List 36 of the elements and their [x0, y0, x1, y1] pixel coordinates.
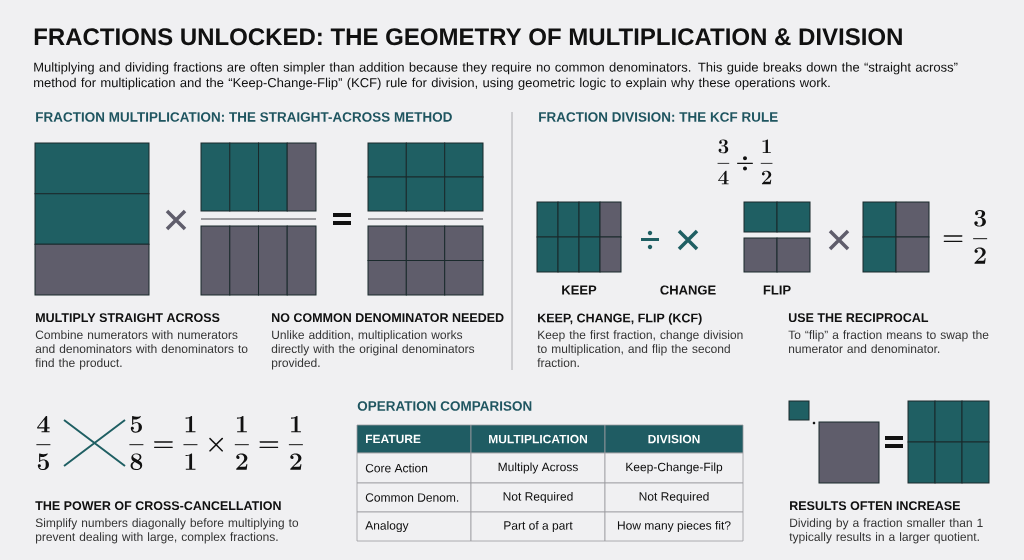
- equation: $\frac{5}{8} = \frac{1}{1} \times \frac{1}{2} = \frac{1}{2}$: [129, 416, 303, 470]
- table-cell: Common Denom.: [356, 482, 472, 513]
- body-text: Simplify numbers diagonally before multiplying to prevent dealing with large, complex fractions.: [35, 518, 299, 544]
- body-text: Dividing by a fraction smaller than 1 typically results in a larger quotient.: [789, 518, 983, 544]
- table-header-cell: DIVISION: [604, 424, 744, 454]
- table-cell: Core Action: [356, 452, 472, 484]
- section-heading: FRACTION DIVISION: THE KCF RULE: [539, 112, 778, 122]
- table-cell: Part of a part: [470, 511, 606, 542]
- table-header-cell: FEATURE: [356, 424, 472, 454]
- table-cell: How many pieces fit?: [604, 511, 744, 542]
- equation: $= \frac{3}{2}$: [943, 210, 988, 264]
- body-text: Unlike addition, multiplication works directly with the original denominators provided.: [271, 330, 475, 370]
- heading: THE POWER OF CROSS-CANCELLATION: [35, 501, 281, 511]
- table-cell: Not Required: [604, 482, 744, 513]
- heading: USE THE RECIPROCAL: [788, 313, 929, 323]
- heading: RESULTS OFTEN INCREASE: [790, 501, 960, 511]
- table-cell: Analogy: [356, 511, 472, 542]
- step-label: CHANGE: [660, 285, 716, 295]
- table-cell: Keep-Change-Filp: [604, 452, 744, 484]
- step-label: FLIP: [763, 285, 791, 295]
- heading: KEEP, CHANGE, FLIP (KCF): [538, 313, 702, 325]
- table-cell: Multiply Across: [470, 452, 606, 484]
- body-text: Keep the first fraction, change division to multiplication, and flip the second fraction.: [537, 330, 743, 367]
- intro-text: Multiplying and dividing fractions are often simpler than addition because they require no common denominators. This guide breaks down the “straight across” method for multiplication and the “Keep-Change-Flip” (KCF) rule for division, using geometric logic to explain why these operations work.: [34, 62, 958, 90]
- table-header-cell: MULTIPLICATION: [470, 424, 606, 454]
- equation: $\frac{3}{4} \div \frac{1}{2}$: [717, 139, 773, 185]
- title: FRACTIONS UNLOCKED: THE GEOMETRY OF MULTIPLICATION & DIVISION: [34, 28, 902, 46]
- body-text: To “flip” a fraction means to swap the numerator and denominator.: [788, 330, 989, 353]
- step-label: KEEP: [562, 285, 597, 295]
- body-text: Combine numerators with numerators and denominators with denominators to find the product.: [35, 330, 248, 370]
- heading: NO COMMON DENOMINATOR NEEDED: [272, 313, 504, 323]
- section-heading: FRACTION MULTIPLICATION: THE STRAIGHT-ACROSS METHOD: [36, 112, 452, 122]
- equation: $\frac{4}{5}$: [36, 415, 51, 470]
- table-cell: Not Required: [470, 482, 606, 513]
- heading: MULTIPLY STRAIGHT ACROSS: [36, 313, 220, 323]
- table-title: OPERATION COMPARISON: [357, 401, 532, 411]
